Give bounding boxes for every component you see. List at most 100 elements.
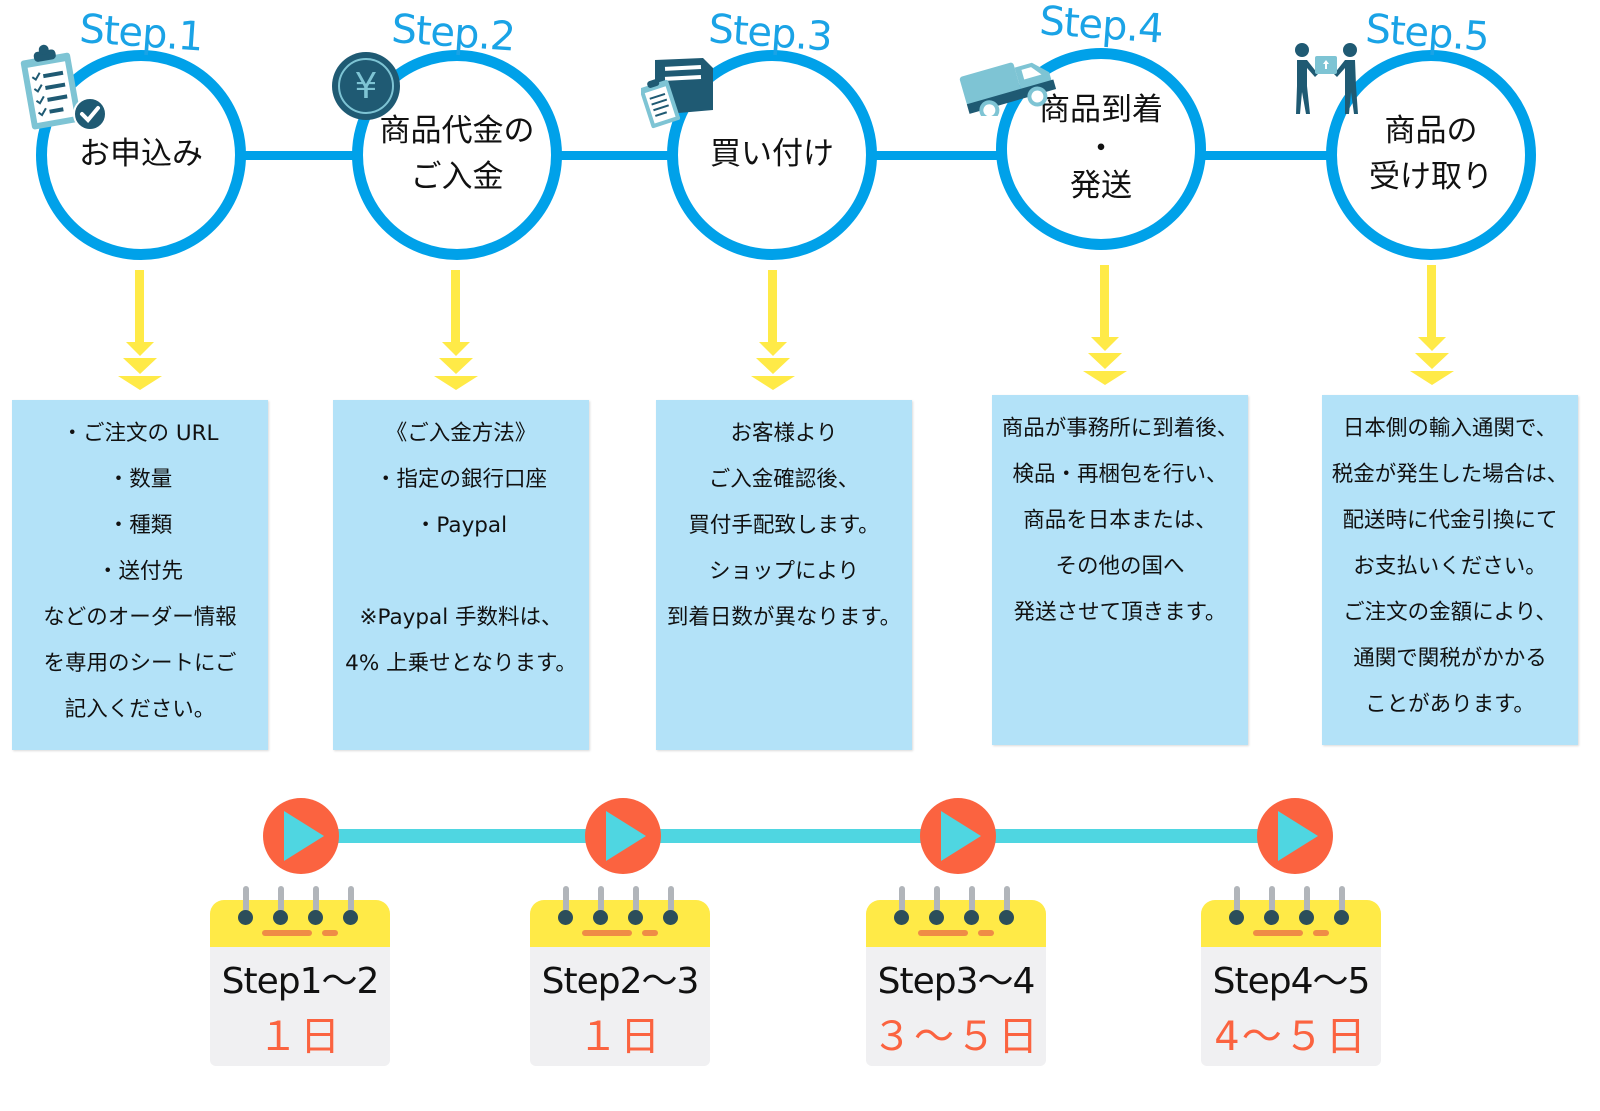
calendar-ring (1339, 886, 1345, 912)
detail-line: お支払いください。 (1353, 554, 1547, 579)
calendar-ring (969, 886, 975, 912)
detail-line: 配送時に代金引換にて (1342, 508, 1558, 533)
calendar-dash (582, 930, 632, 936)
calendar-ring (243, 886, 249, 912)
duration-calendar-2: Step2～3 １日 (530, 886, 710, 1066)
detail-line: 商品が事務所に到着後、 (1001, 416, 1239, 441)
calendar-ring-dot (273, 910, 288, 925)
step-title: ・ (1085, 130, 1117, 167)
arrow-down-icon (115, 270, 165, 390)
calendar-icon (530, 900, 710, 947)
calendar-body (866, 947, 1046, 1066)
arrow-down-icon (748, 270, 798, 390)
calendar-ring (1004, 886, 1010, 912)
step-label: Step.5 (1364, 6, 1491, 61)
calendar-icon (866, 900, 1046, 947)
delivery-truck-icon (958, 46, 1058, 121)
calendar-ring-dot (593, 910, 608, 925)
calendar-dash (978, 930, 994, 936)
step-1-details: ・ご注文の URL ・数量 ・種類 ・送付先 などのオーダー情報 を専用のシート… (12, 400, 268, 750)
play-marker-icon (262, 797, 340, 875)
step-5-details: 日本側の輸入通関で、 税金が発生した場合は、 配送時に代金引換にて お支払いくだ… (1322, 395, 1578, 745)
calendar-ring (899, 886, 905, 912)
step-label: Step.2 (390, 6, 517, 61)
calendar-dash (262, 930, 312, 936)
detail-line: その他の国へ (1055, 554, 1185, 579)
calendar-ring (313, 886, 319, 912)
detail-line: ・種類 (107, 513, 173, 538)
calendar-ring-dot (999, 910, 1014, 925)
calendar-ring-dot (343, 910, 358, 925)
arrow-down-icon (1407, 265, 1457, 385)
calendar-ring-dot (558, 910, 573, 925)
calendar-ring (1269, 886, 1275, 912)
detail-line: ・ご注文の URL (61, 421, 219, 446)
duration-range: Step4～5 (1212, 961, 1371, 1002)
duration-range: Step3～4 (877, 961, 1036, 1002)
calendar-ring-dot (894, 910, 909, 925)
step-title: 発送 (1070, 168, 1132, 205)
step-title: 商品の (1384, 113, 1478, 150)
detail-line: 通関で関税がかかる (1353, 646, 1547, 671)
duration-days: ３～５日 (872, 1014, 1040, 1060)
duration-range: Step1～2 (221, 961, 380, 1002)
detail-line: 検品・再梱包を行い、 (1012, 462, 1228, 487)
play-marker-icon (584, 797, 662, 875)
calendar-ring-dot (238, 910, 253, 925)
duration-days: 4～５日 (1214, 1014, 1368, 1060)
detail-line: ※Paypal 手数料は、 (359, 605, 563, 630)
calendar-ring-dot (1229, 910, 1244, 925)
step-label: Step.4 (1038, 0, 1165, 53)
calendar-ring-dot (628, 910, 643, 925)
duration-range: Step2～3 (541, 961, 700, 1002)
calendar-ring-dot (1264, 910, 1279, 925)
calendar-ring (668, 886, 674, 912)
clipboard-checklist-icon (18, 40, 113, 139)
step-2-details: 《ご入金方法》 ・指定の銀行口座 ・Paypal ※Paypal 手数料は、 4… (333, 400, 589, 750)
svg-text:¥: ¥ (355, 66, 378, 107)
detail-line: 買付手配致します。 (688, 513, 880, 538)
play-marker-icon (919, 797, 997, 875)
calendar-dash (1313, 930, 1329, 936)
calendar-ring-dot (929, 910, 944, 925)
duration-days: １日 (258, 1014, 342, 1060)
step-title: 受け取り (1369, 159, 1493, 195)
detail-line: 《ご入金方法》 (385, 421, 537, 446)
step-title: 商品代金の (379, 113, 535, 150)
calendar-ring (633, 886, 639, 912)
detail-line (333, 549, 589, 595)
arrow-down-icon (1080, 265, 1130, 385)
detail-line: 記入ください。 (64, 697, 216, 722)
duration-calendar-1: Step1～2 １日 (210, 886, 390, 1066)
calendar-ring (278, 886, 284, 912)
duration-days: １日 (578, 1014, 662, 1060)
step-title: ご入金 (410, 159, 504, 195)
calendar-ring-dot (964, 910, 979, 925)
detail-line: 4% 上乗せとなります。 (345, 651, 577, 676)
detail-line: ・Paypal (414, 513, 508, 538)
step-title: 買い付け (710, 136, 834, 173)
step-4-details: 商品が事務所に到着後、 検品・再梱包を行い、 商品を日本または、 その他の国へ … (992, 395, 1248, 745)
calendar-ring-dot (1334, 910, 1349, 925)
calendar-icon (210, 900, 390, 947)
arrow-down-icon (431, 270, 481, 390)
step-circle: 商品の 受け取り (1326, 50, 1536, 260)
detail-line: 商品を日本または、 (1023, 508, 1217, 533)
detail-line: ことがあります。 (1365, 692, 1535, 717)
step-circle: 商品代金の ご入金 (352, 50, 562, 260)
detail-line: 発送させて頂きます。 (1013, 600, 1227, 625)
detail-line: ・指定の銀行口座 (374, 467, 547, 492)
detail-line: お客様より (730, 421, 838, 446)
step-title: 商品到着 (1039, 92, 1163, 129)
detail-line: ・送付先 (96, 559, 183, 584)
box-clipboard-icon (639, 52, 723, 134)
duration-calendar-3: Step3～4 ３～５日 (866, 886, 1046, 1066)
detail-line: ショップにより (708, 559, 860, 584)
calendar-ring-dot (308, 910, 323, 925)
detail-line: ご入金確認後、 (708, 467, 860, 492)
calendar-ring (934, 886, 940, 912)
duration-calendar-4: Step4～5 4～５日 (1201, 886, 1381, 1066)
calendar-ring (563, 886, 569, 912)
calendar-body (1201, 947, 1381, 1066)
calendar-dash (642, 930, 658, 936)
